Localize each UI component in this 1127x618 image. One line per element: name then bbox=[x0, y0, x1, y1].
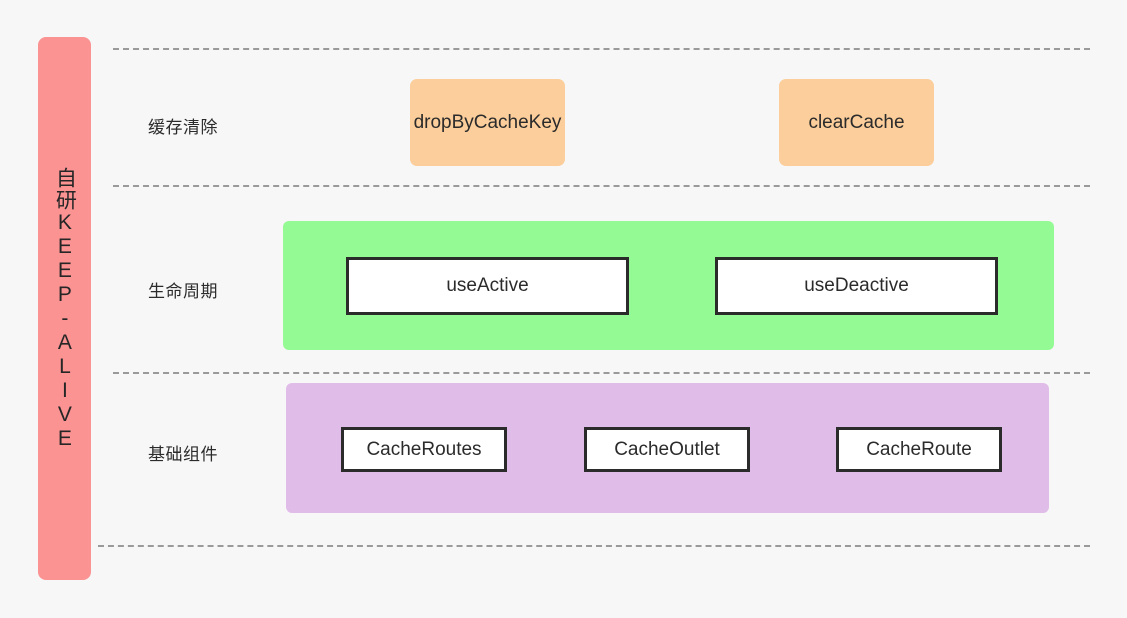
row-label-base-components: 基础组件 bbox=[148, 445, 218, 464]
box-cache-route[interactable]: CacheRoute bbox=[836, 427, 1002, 472]
row-label-lifecycle: 生命周期 bbox=[148, 282, 218, 301]
sidebar-keep-alive: 自研KEEP-ALIVE bbox=[38, 37, 91, 580]
row-label-cache-clearing: 缓存清除 bbox=[148, 118, 218, 137]
card-drop-by-cache-key[interactable]: dropByCacheKey bbox=[410, 79, 565, 166]
divider-bottom bbox=[98, 545, 1090, 547]
divider-row1-row2 bbox=[113, 185, 1090, 187]
box-use-deactive[interactable]: useDeactive bbox=[715, 257, 998, 315]
divider-top bbox=[113, 48, 1090, 50]
box-use-active[interactable]: useActive bbox=[346, 257, 629, 315]
card-clear-cache[interactable]: clearCache bbox=[779, 79, 934, 166]
sidebar-label: 自研KEEP-ALIVE bbox=[53, 166, 77, 451]
box-cache-routes[interactable]: CacheRoutes bbox=[341, 427, 507, 472]
box-cache-outlet[interactable]: CacheOutlet bbox=[584, 427, 750, 472]
divider-row2-row3 bbox=[113, 372, 1090, 374]
